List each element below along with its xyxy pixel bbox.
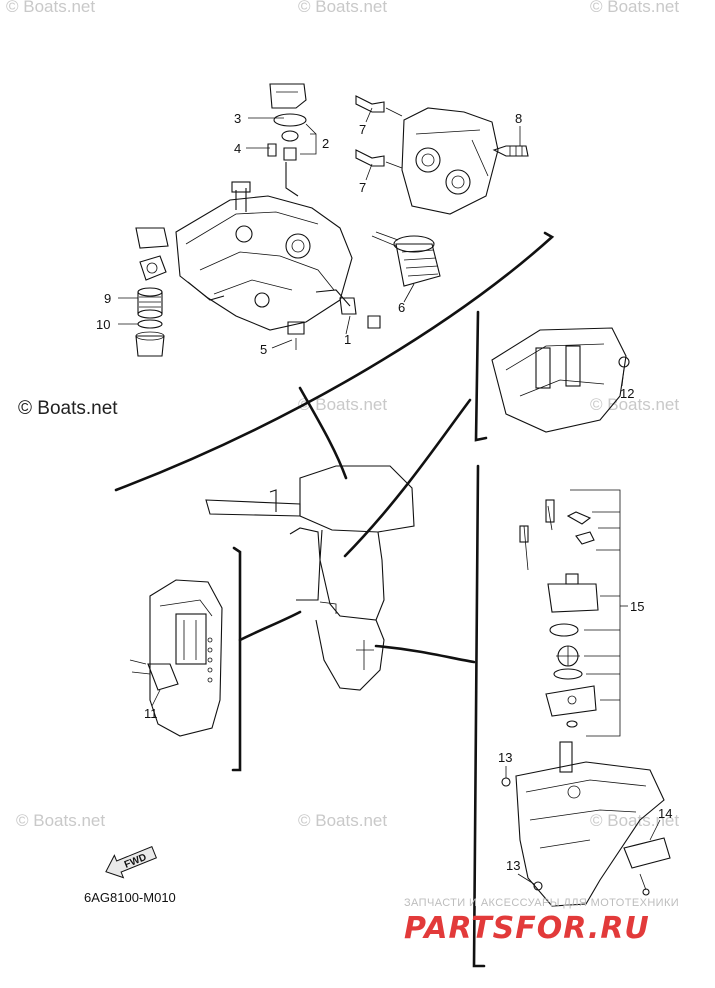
callout-13-lower: 13 [506,858,520,873]
divider-upper [114,231,555,492]
divider-right-top [474,310,488,442]
promo-brand: PARTSFOR.RU [404,911,650,946]
callout-7-lower: 7 [359,180,366,195]
watermark-top-left: © Boats.net [6,0,95,16]
watermark-mid-center: © Boats.net [298,395,387,414]
watermark-group: © Boats.net © Boats.net © Boats.net © Bo… [6,0,679,830]
callout-4: 4 [234,141,241,156]
oil-filter-6 [393,235,441,287]
divider-left [231,546,242,772]
fwd-arrow: FWD [105,846,158,879]
divider-right-bottom [472,464,486,968]
callout-8: 8 [515,111,522,126]
watermark-main: © Boats.net [18,398,118,419]
callout-5: 5 [260,342,267,357]
leader-to-bracket [238,610,302,642]
callout-9: 9 [104,291,111,306]
watermark-bottom-center: © Boats.net [298,811,387,830]
fwd-arrow-icon [105,846,158,879]
cylinder-head-assembly [355,95,529,215]
promo-tagline: ЗАПЧАСТИ И АКСЕССУАРЫ ДЛЯ МОТОТЕХНИКИ [404,897,679,909]
leader-lines [118,107,661,885]
leader-to-lowerunit [374,644,476,664]
leader-to-powerhead [298,386,348,480]
callout-7-upper: 7 [359,122,366,137]
watermark-top-right: © Boats.net [590,0,679,16]
diagram-code: 6AG8100-M010 [84,890,176,905]
fwd-label: FWD [123,852,148,871]
watermark-top-center: © Boats.net [298,0,387,16]
outboard-motor-outline [205,465,415,691]
callout-6: 6 [398,300,405,315]
callout-13-upper: 13 [498,750,512,765]
engine-block-assembly [135,83,441,357]
callout-2: 2 [322,136,329,151]
callout-15: 15 [630,599,644,614]
lower-unit-assembly [501,741,671,907]
section-dividers [114,231,555,968]
callout-12: 12 [620,386,634,401]
filter-element-9 [137,287,163,319]
water-pump-assembly [519,489,628,737]
callout-11: 11 [144,706,158,721]
leader-to-cover [343,398,472,558]
callout-14: 14 [658,806,672,821]
swivel-bracket-assembly [129,579,223,737]
watermark-bottom-left: © Boats.net [16,811,105,830]
o-ring-10 [137,319,163,329]
callout-1: 1 [344,332,351,347]
callout-3: 3 [234,111,241,126]
watermark-mid-right: © Boats.net [590,395,679,414]
callout-labels: 1 2 3 4 5 6 7 7 8 9 10 11 12 13 13 14 15 [96,111,672,873]
bottom-cowling-assembly [491,327,630,433]
callout-10: 10 [96,317,110,332]
promo-watermark: ЗАПЧАСТИ И АКСЕССУАРЫ ДЛЯ МОТОТЕХНИКИ PA… [404,897,679,946]
